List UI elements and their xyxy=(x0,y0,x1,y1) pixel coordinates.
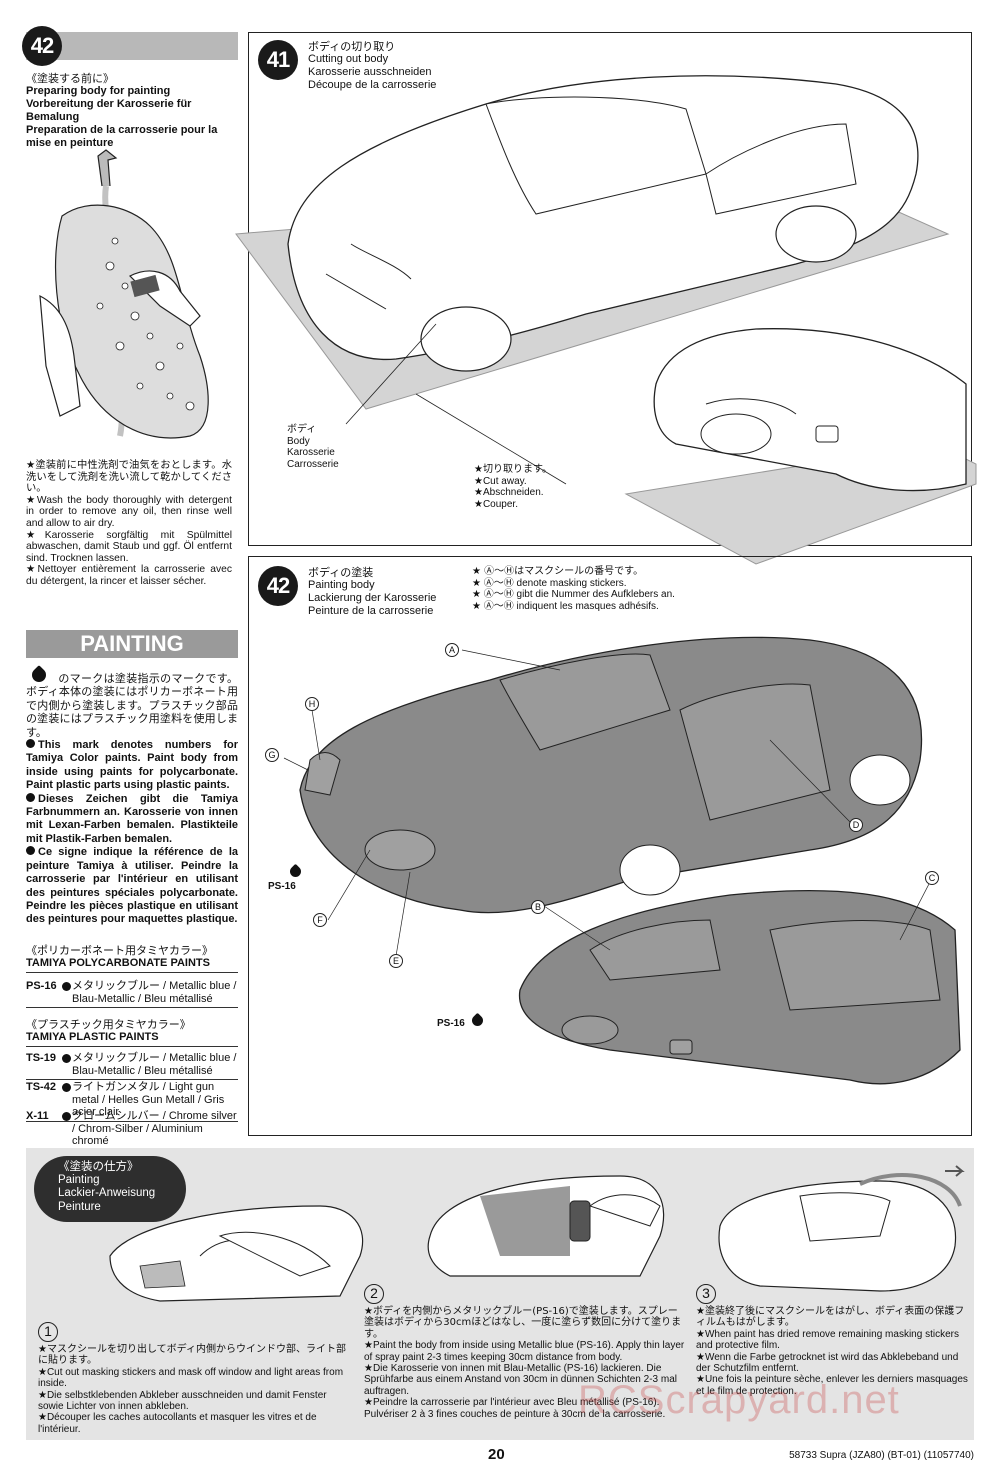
paint-code-front: PS-16 xyxy=(268,881,296,892)
prep-heading-fr: Preparation de la carrosserie pour la mi… xyxy=(26,124,218,149)
step42-badge: 42 xyxy=(258,566,298,606)
poly-head-jp: 《ポリカーボネート用タミヤカラー》 xyxy=(26,944,213,957)
step41-box xyxy=(248,32,972,546)
wash-note-de: ★Karosserie sorgfältig mit Spülmittel ab… xyxy=(26,529,232,564)
mask-label-a: A xyxy=(445,643,459,657)
howto-step-1-number: 1 xyxy=(38,1322,58,1342)
howto-step-3-number: 3 xyxy=(696,1284,716,1304)
prep-heading-en: Preparing body for painting xyxy=(26,85,171,97)
painting-note-en: This mark denotes numbers for Tamiya Col… xyxy=(26,739,238,792)
mask-label-c: C xyxy=(925,871,939,885)
howto-step-2-text: ★ボディを内側からメタリックブルー(PS-16)で塗装します。スプレー塗装はボデ… xyxy=(364,1306,685,1420)
body-label: ボディ Body Karosserie Carrosserie xyxy=(287,424,339,470)
paint-row-ts19: TS-19 メタリックブルー / Metallic blue / Blau-Me… xyxy=(26,1052,238,1080)
step41-car-illustration xyxy=(235,75,977,565)
prep-heading-jp: 《塗装する前に》 xyxy=(26,72,114,85)
poly-head-en: TAMIYA POLYCARBONATE PAINTS xyxy=(26,957,210,969)
watermark: RCScrapyard.net xyxy=(578,1378,900,1422)
paint-code-rear: PS-16 xyxy=(437,1018,465,1029)
wash-note-jp: ★塗装前に中性洗剤で油気をおとします。水洗いをして洗剤を洗い流して乾かしてくださ… xyxy=(26,459,232,495)
wash-note-fr: ★Nettoyer entièrement la carrosserie ave… xyxy=(26,564,232,587)
mask-notes: ★ Ⓐ～Ⓗはマスクシールの番号です。 ★ Ⓐ～Ⓗ denote masking … xyxy=(472,566,675,612)
step42-car-illustration xyxy=(283,636,961,1085)
cut-away-label: ★切り取ります。 ★Cut away. ★Abschneiden. ★Coupe… xyxy=(474,464,552,510)
prep-heading-de: Vorbereitung der Karosserie für Bemalung xyxy=(26,98,192,123)
paint-drop-icon xyxy=(26,846,35,856)
howto-illustrations xyxy=(109,1165,965,1302)
painting-note-de: Dieses Zeichen gibt die Tamiya Farbnumme… xyxy=(26,792,238,845)
paint-drop-icon xyxy=(29,665,49,685)
washing-illustration xyxy=(39,149,209,439)
wash-notes: ★塗装前に中性洗剤で油気をおとします。水洗いをして洗剤を洗い流して乾かしてくださ… xyxy=(26,459,232,588)
plastic-head-en: TAMIYA PLASTIC PAINTS xyxy=(26,1031,159,1043)
howto-heading: 《塗装の仕方》 Painting Lackier-Anweisung Peint… xyxy=(34,1156,186,1222)
step41-title: ボディの切り取り Cutting out body Karosserie aus… xyxy=(308,40,437,91)
plastic-paints-heading: 《プラスチック用タミヤカラー》 TAMIYA PLASTIC PAINTS xyxy=(26,1018,238,1047)
step42-box xyxy=(248,556,972,1136)
painting-notes: のマークは塗装指示のマークです。ボディ本体の塗装にはポリカーボネート用で内側から… xyxy=(26,665,238,927)
plastic-head-jp: 《プラスチック用タミヤカラー》 xyxy=(26,1018,191,1031)
mask-label-d: D xyxy=(849,818,863,832)
mask-label-f: F xyxy=(313,913,327,927)
painting-title: PAINTING xyxy=(26,630,238,658)
paint-row-ts42: TS-42 ライトガンメタル / Light gun metal / Helle… xyxy=(26,1081,238,1122)
model-code: 58733 Supra (JZA80) (BT-01) (11057740) xyxy=(789,1450,974,1461)
step42-title: ボディの塗装 Painting body Lackierung der Karo… xyxy=(308,566,437,617)
painting-note-fr: Ce signe indique la référence de la pein… xyxy=(26,846,238,926)
paint-drop-icon xyxy=(26,792,35,802)
page-number: 20 xyxy=(488,1446,505,1463)
paint-row-ps16: PS-16 メタリックブルー / Metallic blue / Blau-Me… xyxy=(26,980,238,1008)
painting-note-jp: のマークは塗装指示のマークです。ボディ本体の塗装にはポリカーボネート用で内側から… xyxy=(26,665,238,739)
mask-label-b: B xyxy=(531,900,545,914)
paint-drop-icon xyxy=(26,739,35,749)
prep-heading: 《塗装する前に》 Preparing body for painting Vor… xyxy=(26,72,238,150)
step41-badge: 41 xyxy=(258,40,298,80)
mask-label-g: G xyxy=(265,748,279,762)
howto-step-1-text: ★マスクシールを切り出してボディ内側からウインドウ部、ライト部に貼ります。 ★C… xyxy=(38,1344,346,1435)
poly-paints-heading: 《ポリカーボネート用タミヤカラー》 TAMIYA POLYCARBONATE P… xyxy=(26,944,238,973)
howto-step-2-number: 2 xyxy=(364,1284,384,1304)
paint-row-x11: X-11 クロームシルバー / Chrome silver / Chrom-Si… xyxy=(26,1110,238,1151)
step42-prep-badge: 42 xyxy=(22,26,62,66)
wash-note-en: ★Wash the body thoroughly with detergent… xyxy=(26,494,232,529)
mask-label-h: H xyxy=(305,697,319,711)
howto-step-3-text: ★塗装終了後にマスクシールをはがし、ボディ表面の保護フィルムもはがします。 ★W… xyxy=(696,1306,968,1397)
mask-label-e: E xyxy=(389,954,403,968)
